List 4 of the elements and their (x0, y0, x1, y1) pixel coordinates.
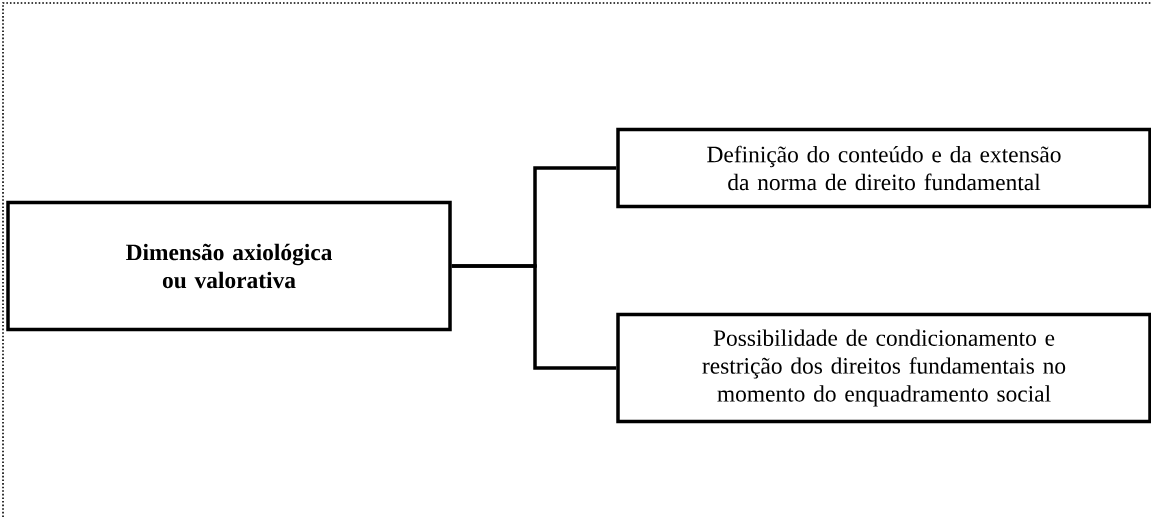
text-box: Dimensão axiológica ou valorativa (6, 200, 452, 332)
text-box: Definição do conteúdo e da extensão da norma de direito fundamental (616, 127, 1151, 209)
text-box: Possibilidade de condicionamento e restrição dos direitos fundamentais no momento do enquadramento social (616, 312, 1151, 424)
connector-line (451, 264, 617, 370)
